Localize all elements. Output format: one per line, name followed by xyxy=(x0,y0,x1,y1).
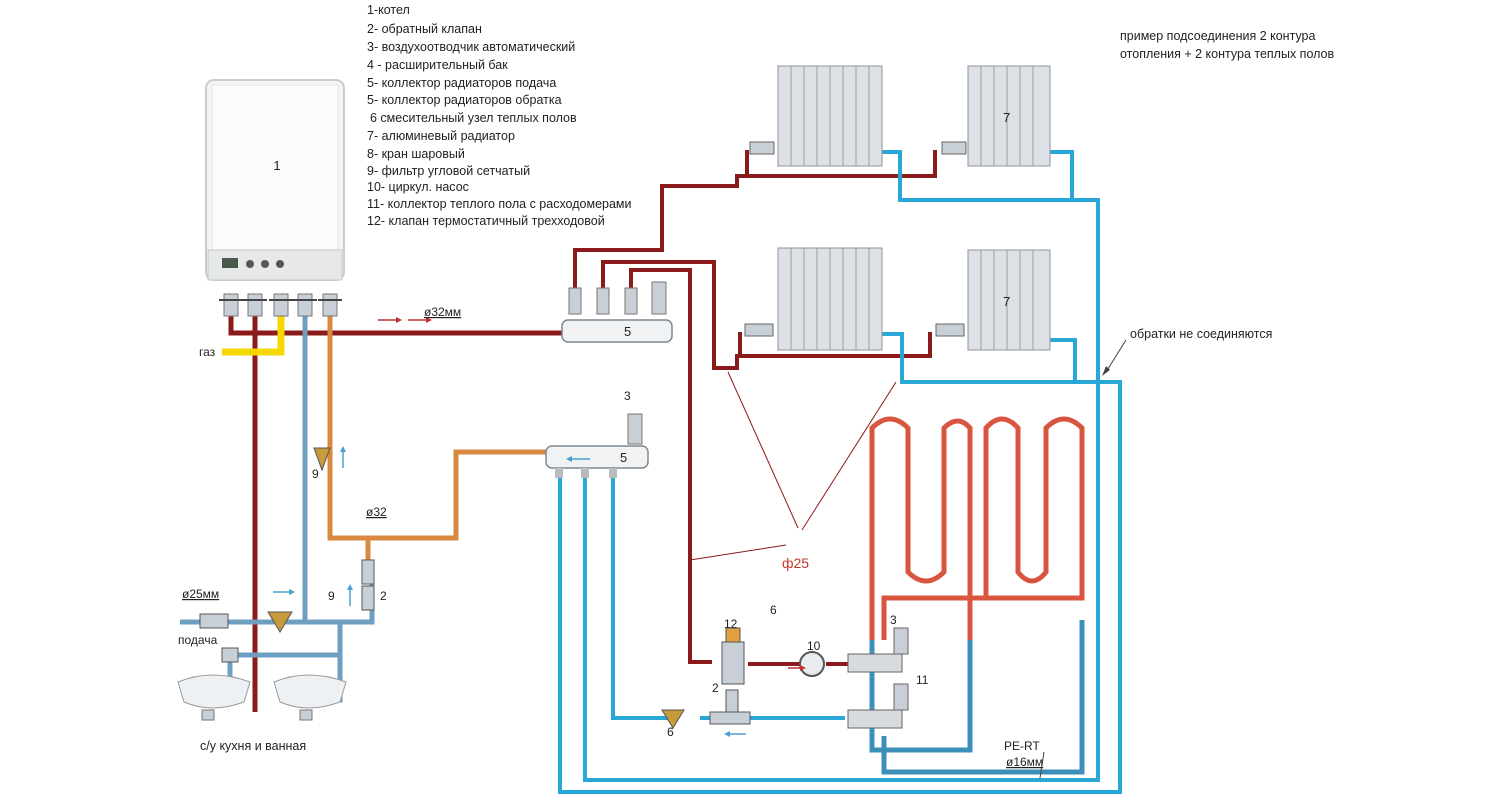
legend-item: 4 - расширительный бак xyxy=(367,58,508,72)
d25-water-label: ø25мм xyxy=(182,587,219,601)
radiator-mid-number: 7 xyxy=(1003,294,1010,309)
collector-return: 5 3 xyxy=(545,389,649,478)
filter-number-3: 6 xyxy=(667,725,674,739)
filter-number-2: 9 xyxy=(328,589,335,603)
check-valve-number: 2 xyxy=(380,589,387,603)
circulation-pump: 10 xyxy=(799,639,825,677)
gas-label: газ xyxy=(199,345,216,359)
dhw-fittings xyxy=(199,559,375,663)
note-line-1: пример подсоединения 2 контура xyxy=(1120,29,1316,43)
legend-item: 5- коллектор радиаторов подача xyxy=(367,76,556,90)
radiator-top-left xyxy=(777,65,883,167)
uf-check-valve-number: 2 xyxy=(712,681,719,695)
legend: 1-котел 2- обратный клапан 3- воздухоотв… xyxy=(367,3,632,228)
boiler: 1 xyxy=(205,79,345,281)
uf-manifold-number: 11 xyxy=(916,673,929,687)
pe-rt-label: PE-RT xyxy=(1004,739,1040,753)
legend-item: 6 смесительный узел теплых полов xyxy=(370,111,577,125)
legend-item: 12- клапан термостатичный трехходовой xyxy=(367,214,605,228)
supply-label: подача xyxy=(178,633,218,647)
returns-note: обратки не соединяются xyxy=(1130,327,1272,341)
collector-supply: 5 xyxy=(561,281,673,343)
radiator-top-right: 7 xyxy=(967,65,1051,167)
uf-manifold: 11 3 xyxy=(847,613,929,729)
d32-label-b: ø32 xyxy=(366,505,387,519)
legend-item: 11- коллектор теплого пола с расходомера… xyxy=(367,197,632,211)
legend-item: 7- алюминевый радиатор xyxy=(367,129,515,143)
boiler-number: 1 xyxy=(273,158,280,173)
legend-item: 10- циркул. насос xyxy=(367,180,469,194)
pump-number: 10 xyxy=(807,639,821,653)
boiler-valves xyxy=(219,293,342,317)
legend-item: 3- воздухоотводчик автоматический xyxy=(367,40,575,54)
radiator-valves xyxy=(744,141,967,337)
radiator-top-number: 7 xyxy=(1003,110,1010,125)
collector-supply-number: 5 xyxy=(624,324,631,339)
collector-return-number: 5 xyxy=(620,450,627,465)
orange-return-pipes xyxy=(327,300,548,560)
air-vent xyxy=(627,413,643,445)
legend-item: 5- коллектор радиаторов обратка xyxy=(367,93,562,107)
radiator-mid-right: 7 xyxy=(967,249,1051,351)
legend-item: 2- обратный клапан xyxy=(367,22,482,36)
sinks-label: с/у кухня и ванная xyxy=(200,739,306,753)
mixing-valve: 12 2 xyxy=(709,617,751,725)
sinks xyxy=(177,674,347,721)
return-pipes xyxy=(558,150,1122,794)
d16-label: ø16мм xyxy=(1006,755,1043,769)
mixing-valve-number: 12 xyxy=(724,617,738,631)
d25-heat-label: ф25 xyxy=(782,555,809,571)
filter-number: 9 xyxy=(312,467,319,481)
note-line-2: отопления + 2 контура теплых полов xyxy=(1120,47,1335,61)
returns-leader xyxy=(1102,339,1127,376)
mixing-unit-number: 6 xyxy=(770,603,777,617)
pe-rt-leader xyxy=(1039,751,1045,779)
underfloor-loops xyxy=(869,416,1085,775)
d25-leaders xyxy=(689,371,897,561)
legend-item: 8- кран шаровый xyxy=(367,147,465,161)
legend-item: 1-котел xyxy=(367,3,410,17)
uf-air-vent-number: 3 xyxy=(890,613,897,627)
note: пример подсоединения 2 контура отопления… xyxy=(1120,29,1335,61)
legend-item: 9- фильтр угловой сетчатый xyxy=(367,164,530,178)
air-vent-number: 3 xyxy=(624,389,631,403)
d32-label-a: ø32мм xyxy=(424,305,461,319)
filters xyxy=(267,447,685,729)
flow-arrows xyxy=(273,317,806,737)
radiator-mid-left xyxy=(777,247,883,351)
gas-pipe xyxy=(222,300,285,356)
